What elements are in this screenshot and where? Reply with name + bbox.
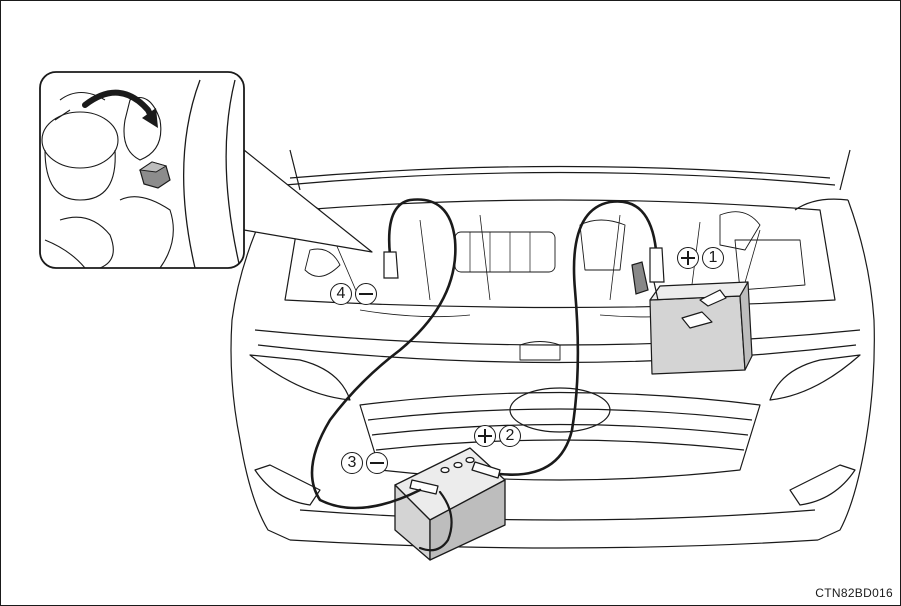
plus-symbol-icon xyxy=(474,425,496,447)
step-number-3: 3 xyxy=(341,452,363,474)
step-number-2: 2 xyxy=(499,425,521,447)
step-3-label: 3 xyxy=(341,452,388,474)
plus-symbol-icon xyxy=(677,247,699,269)
car-body xyxy=(230,149,875,549)
figure-code: CTN82BD016 xyxy=(815,586,893,600)
detail-inset xyxy=(39,71,373,269)
jumper-cables xyxy=(310,198,658,552)
arrow-icon xyxy=(82,89,158,128)
step-2-label: 2 xyxy=(474,425,521,447)
cable-clamps xyxy=(383,247,665,301)
vehicle-battery xyxy=(649,281,753,375)
step-1-label: 1 xyxy=(677,247,724,269)
booster-battery xyxy=(394,447,506,561)
step-4-label: 4 xyxy=(330,283,377,305)
step-number-4: 4 xyxy=(330,283,352,305)
step-number-1: 1 xyxy=(702,247,724,269)
minus-symbol-icon xyxy=(366,452,388,474)
minus-symbol-icon xyxy=(355,283,377,305)
